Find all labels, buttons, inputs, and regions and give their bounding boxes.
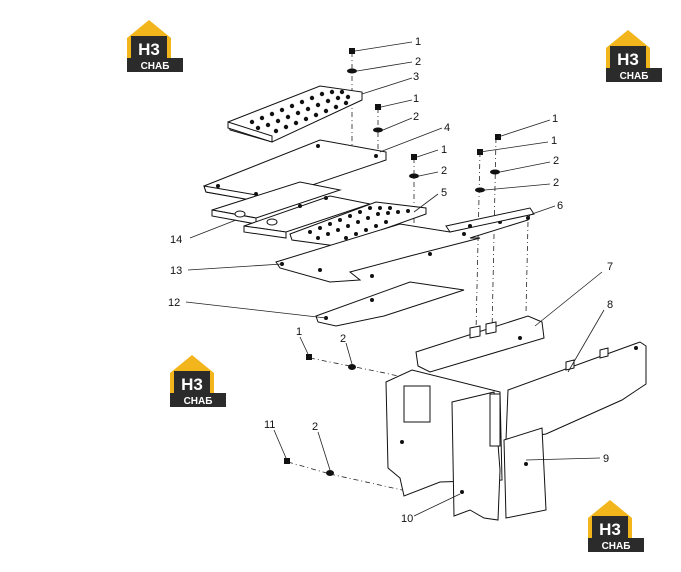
- callout-label: 2: [415, 56, 421, 68]
- callout-label: 5: [441, 187, 447, 199]
- bracket: [445, 207, 535, 233]
- callout-label: 2: [413, 111, 419, 123]
- svg-text:H3: H3: [599, 520, 621, 539]
- leader-lines: [185, 41, 605, 517]
- callout-label: 2: [441, 165, 447, 177]
- callout-label: 7: [607, 261, 613, 273]
- svg-text:СНАБ: СНАБ: [141, 61, 170, 72]
- small-panel: [503, 427, 547, 519]
- svg-text:H3: H3: [181, 375, 203, 394]
- svg-text:СНАБ: СНАБ: [602, 541, 631, 552]
- callout-label: 14: [170, 234, 182, 246]
- screw-icon: [411, 154, 417, 160]
- screw-icon: [349, 48, 355, 54]
- callout-label: 2: [553, 177, 559, 189]
- screw-icon: [306, 354, 312, 360]
- washer-icon: [475, 187, 485, 193]
- callout-label: 1: [413, 93, 419, 105]
- washer-icon: [490, 169, 500, 175]
- side-panel-left: [385, 369, 503, 521]
- callout-label: 6: [557, 200, 563, 212]
- callout-label: 2: [312, 421, 318, 433]
- callout-label: 11: [264, 419, 275, 431]
- brand-logo: H3 СНАБ: [606, 30, 662, 82]
- callout-label: 4: [444, 122, 450, 134]
- perforated-grille-lower: [289, 201, 427, 247]
- svg-text:H3: H3: [138, 40, 160, 59]
- callout-label: 1: [552, 113, 558, 125]
- brand-logo: H3 СНАБ: [170, 355, 226, 407]
- brand-logo: H3 СНАБ: [127, 20, 183, 72]
- screw-icon: [375, 104, 381, 110]
- washer-icon: [373, 127, 383, 133]
- washer-icon: [347, 68, 357, 74]
- cover-plate: [203, 139, 387, 203]
- side-cover-long: [505, 341, 647, 441]
- svg-text:H3: H3: [617, 50, 639, 69]
- callout-label: 1: [441, 144, 447, 156]
- callout-label: 13: [170, 265, 182, 277]
- floor-plate: [315, 281, 465, 327]
- perforated-grille-top: [227, 85, 363, 143]
- callout-label: 8: [607, 299, 613, 311]
- callout-label: 9: [603, 453, 609, 465]
- callout-label: 3: [413, 71, 419, 83]
- callout-label: 1: [296, 326, 302, 338]
- brand-logo: H3 СНАБ: [588, 500, 644, 552]
- washer-icon: [348, 364, 356, 370]
- callout-labels: 1 2 3 1 2 4 1 1 1 2 2 2 5 6 14 13 7 12 8…: [168, 36, 613, 525]
- callout-label: 1: [415, 36, 421, 48]
- washer-icon: [326, 470, 334, 476]
- callout-label: 1: [551, 135, 557, 147]
- callout-label: 12: [168, 297, 180, 309]
- svg-text:СНАБ: СНАБ: [620, 71, 649, 82]
- side-rail: [415, 315, 545, 373]
- frame-plate: [275, 213, 531, 283]
- washer-icon: [409, 173, 419, 179]
- callout-label: 2: [553, 155, 559, 167]
- svg-text:СНАБ: СНАБ: [184, 396, 213, 407]
- callout-label: 10: [401, 513, 413, 525]
- step-plates: [211, 181, 372, 239]
- screw-icon: [284, 458, 290, 464]
- callout-label: 2: [340, 333, 346, 345]
